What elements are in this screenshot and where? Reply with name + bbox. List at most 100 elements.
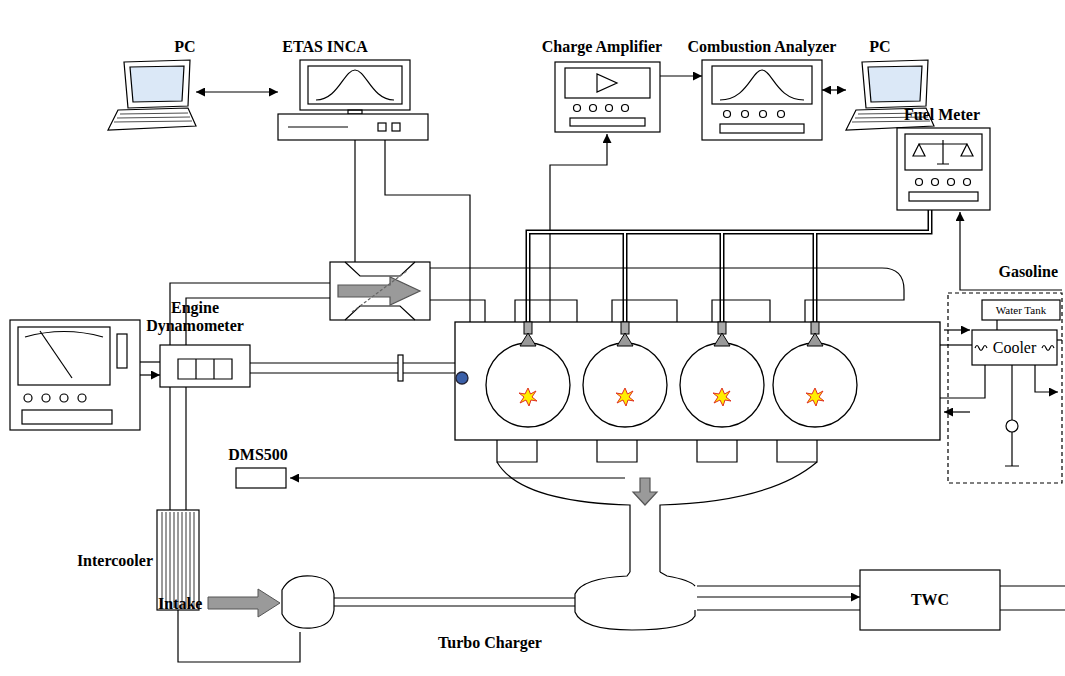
throttle-body bbox=[338, 277, 420, 305]
laptop-icon bbox=[117, 117, 190, 118]
intercooler-fin bbox=[162, 512, 163, 608]
dyno-controller bbox=[25, 332, 103, 338]
cooling-circuit bbox=[948, 293, 1062, 483]
intake-manifold bbox=[170, 268, 904, 510]
fuel-input-label: Gasoline bbox=[998, 263, 1058, 281]
cooling-circuit bbox=[1057, 339, 1062, 340]
intercooler-fin bbox=[186, 512, 187, 608]
connector bbox=[822, 89, 846, 90]
connector bbox=[196, 91, 278, 92]
engine-dynamometer-shape bbox=[160, 345, 250, 387]
throttle-body bbox=[330, 262, 430, 320]
dyno-controller bbox=[24, 394, 32, 402]
signal-wires bbox=[550, 134, 607, 322]
computer-base bbox=[288, 126, 348, 127]
cooling-circuit bbox=[1005, 432, 1019, 466]
dyno-controller bbox=[117, 334, 127, 368]
engine-block bbox=[680, 343, 764, 427]
combustion-analyzer-shape bbox=[702, 60, 822, 140]
cooler: Cooler bbox=[972, 330, 1057, 365]
amplifier-icon bbox=[622, 105, 629, 112]
intake-arrow bbox=[208, 589, 280, 617]
node-label: Water Tank bbox=[996, 304, 1046, 316]
laptop-icon bbox=[114, 121, 192, 122]
shaft bbox=[250, 355, 455, 381]
fuel-meter-icon bbox=[909, 192, 978, 201]
amplifier-icon bbox=[590, 105, 597, 112]
laptop-icon bbox=[124, 60, 190, 108]
analyzer-icon bbox=[778, 111, 785, 118]
injector bbox=[520, 322, 823, 346]
fuel-line bbox=[528, 210, 930, 322]
computer-base bbox=[392, 123, 400, 131]
dyno-controller bbox=[10, 320, 140, 430]
intake-arrow bbox=[208, 589, 280, 617]
exhaust-manifold bbox=[290, 477, 625, 478]
cooling-circuit bbox=[940, 293, 1062, 483]
node-label: PC bbox=[174, 38, 195, 56]
fuel-line bbox=[960, 212, 1062, 290]
amplifier-icon bbox=[597, 74, 617, 92]
node-label: Fuel Meter bbox=[904, 106, 980, 124]
dynamometer-icon bbox=[160, 345, 250, 387]
fuel-meter-icon bbox=[897, 128, 990, 210]
engine-block bbox=[486, 343, 570, 427]
computer-shape bbox=[108, 60, 196, 132]
laptop-icon bbox=[130, 66, 184, 102]
box-outline bbox=[982, 300, 1060, 320]
throttle-body bbox=[330, 262, 430, 320]
monitor-icon bbox=[308, 66, 402, 104]
dyno-controller bbox=[60, 394, 68, 402]
laptop-icon bbox=[108, 108, 196, 130]
cooling-circuit bbox=[1035, 365, 1058, 392]
emissions-analyzer: DMS500 bbox=[236, 468, 286, 488]
exhaust-manifold bbox=[290, 440, 817, 572]
combustion-spark bbox=[519, 388, 824, 406]
fuel-meter-icon bbox=[948, 179, 955, 186]
dyno-controller bbox=[78, 394, 86, 402]
node-label: TWC bbox=[911, 591, 949, 609]
shaft bbox=[250, 363, 455, 373]
intercooler-fin bbox=[194, 512, 195, 608]
injector bbox=[714, 333, 730, 346]
node-label: ETAS INCA bbox=[282, 38, 368, 56]
node-label: Engine Dynamometer bbox=[139, 299, 251, 334]
injector bbox=[520, 333, 536, 346]
fuel-meter: Fuel Meter bbox=[897, 128, 990, 210]
fuel-line bbox=[528, 210, 930, 322]
air-inlet-label: Intake bbox=[158, 595, 202, 613]
cooler-icon bbox=[972, 330, 1057, 365]
laptop-icon bbox=[120, 113, 188, 114]
node-label: PC bbox=[869, 38, 890, 56]
turbocharger: Turbo Charger bbox=[282, 572, 697, 632]
amplifier-icon bbox=[606, 105, 613, 112]
fuel-meter-icon bbox=[913, 140, 973, 164]
shaft bbox=[398, 355, 403, 381]
connector bbox=[178, 610, 300, 662]
engine-block bbox=[583, 343, 667, 427]
combustion-analyzer: Combustion Analyzer bbox=[702, 60, 822, 140]
exhaust-manifold bbox=[633, 478, 657, 505]
dyno-controller bbox=[140, 374, 160, 375]
engine-block bbox=[456, 372, 468, 384]
calibration-computer: ETAS INCA bbox=[278, 60, 428, 140]
box-outline bbox=[860, 570, 1000, 630]
engine-block bbox=[773, 343, 857, 427]
turbo-shaft bbox=[334, 598, 575, 606]
analyzer-icon bbox=[742, 111, 749, 118]
cooling-circuit bbox=[940, 365, 985, 398]
amplifier-icon bbox=[555, 62, 660, 132]
dyno-controller bbox=[10, 320, 160, 430]
turbine-housing bbox=[575, 572, 695, 630]
amplifier-icon bbox=[565, 68, 650, 98]
water-tank: Water Tank bbox=[982, 300, 1060, 320]
combustion-spark bbox=[713, 388, 731, 406]
combustion-spark bbox=[519, 388, 537, 406]
connector bbox=[996, 320, 997, 330]
fuel-meter-icon bbox=[964, 179, 971, 186]
cooling-circuit bbox=[1011, 365, 1012, 420]
exhaust-manifold bbox=[497, 440, 817, 462]
charge-amplifier: Charge Amplifier bbox=[555, 62, 660, 132]
fuel-line bbox=[528, 210, 1062, 322]
